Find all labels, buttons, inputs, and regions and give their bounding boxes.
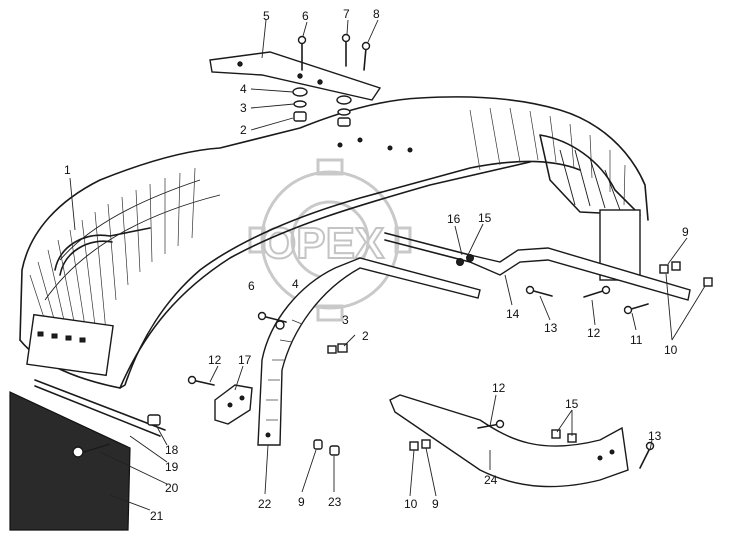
- callout-18: 18: [165, 443, 179, 457]
- top-bolts: [297, 33, 371, 71]
- small-bracket: [214, 384, 253, 425]
- callout-16: 16: [447, 212, 461, 226]
- callout-12-strap: 12: [492, 381, 506, 395]
- callout-20: 20: [165, 481, 179, 495]
- callout-4: 4: [240, 82, 247, 96]
- callout-9-strap: 9: [432, 497, 439, 511]
- fender-body: [19, 96, 649, 389]
- callout-12: 12: [587, 326, 601, 340]
- callout-15-strap: 15: [565, 397, 579, 411]
- callout-17: 17: [238, 353, 252, 367]
- callout-labels: 1 2 3 4 5 6 7 8 16 15 9 10 11 12 13 14 6…: [64, 7, 689, 523]
- callout-6-lower: 6: [248, 279, 255, 293]
- callout-1: 1: [64, 163, 71, 177]
- top-fasteners: [292, 87, 352, 127]
- callout-5: 5: [263, 9, 270, 23]
- callout-2: 2: [240, 123, 247, 137]
- callout-9: 9: [682, 225, 689, 239]
- callout-3-lower: 3: [342, 313, 349, 327]
- top-bracket-plate: [209, 51, 382, 101]
- callout-2-lower: 2: [362, 329, 369, 343]
- callout-12-left: 12: [208, 353, 222, 367]
- callout-24: 24: [484, 473, 498, 487]
- callout-13: 13: [544, 321, 558, 335]
- callout-21: 21: [150, 509, 164, 523]
- callout-9-lower: 9: [298, 495, 305, 509]
- callout-19: 19: [165, 460, 179, 474]
- callout-6: 6: [302, 9, 309, 23]
- callout-10: 10: [664, 343, 678, 357]
- mud-flap: [9, 379, 166, 531]
- callout-13-strap: 13: [648, 429, 662, 443]
- callout-8: 8: [373, 7, 380, 21]
- callout-7: 7: [343, 7, 350, 21]
- leader-lines: [69, 19, 706, 511]
- callout-23: 23: [328, 495, 342, 509]
- callout-10-strap: 10: [404, 497, 418, 511]
- callout-11: 11: [630, 333, 643, 347]
- callout-3: 3: [240, 101, 247, 115]
- callout-22: 22: [258, 497, 272, 511]
- lower-strap: [389, 394, 629, 488]
- rear-bracket-rod: [384, 232, 691, 301]
- callout-14: 14: [506, 307, 520, 321]
- callout-15: 15: [478, 211, 492, 225]
- callout-4-lower: 4: [292, 277, 299, 291]
